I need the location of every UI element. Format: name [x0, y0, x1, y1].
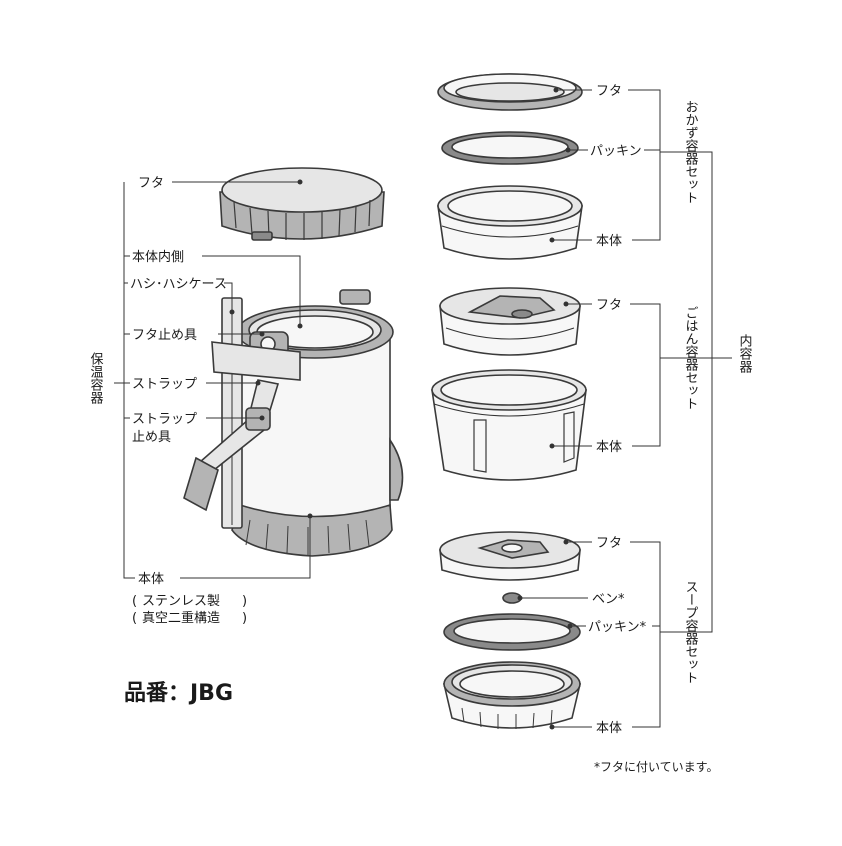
model-number: 品番：JBG — [124, 681, 233, 706]
lid-lock-label: フタ止め具 — [132, 328, 197, 343]
left-leader-lines — [114, 179, 313, 579]
side-lid-label: フタ — [596, 84, 622, 99]
outer-container-illustration — [183, 167, 404, 557]
side-packing-label: パッキン — [590, 144, 642, 159]
soup-packing-label: パッキン* — [588, 620, 647, 635]
soup-body-label: 本体 — [596, 721, 622, 736]
outer-body-label: 本体 — [138, 572, 164, 587]
outer-lid-illustration — [219, 167, 385, 241]
outer-lid-label: フタ — [138, 176, 164, 191]
rice-lid-label: フタ — [596, 298, 622, 313]
side-dish-set-illustration — [437, 73, 583, 260]
rice-set-label: ごはん容器セット — [683, 306, 699, 410]
soup-set-label: スープ容器セット — [683, 580, 699, 684]
body-note-2: 真空二重構造 — [142, 610, 220, 626]
side-body-label: 本体 — [596, 234, 622, 249]
paren-open-2: ( — [132, 611, 137, 626]
strap-stopper-label-1: ストラップ — [132, 412, 197, 427]
paren-close-2: ) — [242, 611, 247, 626]
rice-body-label: 本体 — [596, 440, 622, 455]
right-leader-lines — [517, 87, 732, 730]
inner-group-label: 内容器 — [737, 333, 753, 374]
body-inside-label: 本体内側 — [132, 249, 184, 265]
strap-label: ストラップ — [132, 377, 197, 392]
outer-group-label: 保温容器 — [88, 352, 104, 405]
soup-lid-label: フタ — [596, 536, 622, 551]
side-set-label: おかず容器セット — [683, 100, 699, 204]
footnote: *フタに付いています。 — [594, 760, 718, 774]
soup-valve-label: ベン* — [592, 592, 625, 607]
outer-body-illustration — [183, 289, 404, 557]
rice-set-illustration — [431, 287, 587, 481]
paren-open-1: ( — [132, 594, 137, 609]
body-note-1: ステンレス製 — [142, 594, 220, 609]
strap-stopper-label-2: 止め具 — [132, 430, 171, 445]
paren-close-1: ) — [242, 594, 247, 609]
chopsticks-label: ハシ･ハシケース — [130, 277, 227, 292]
soup-set-illustration — [439, 531, 582, 729]
